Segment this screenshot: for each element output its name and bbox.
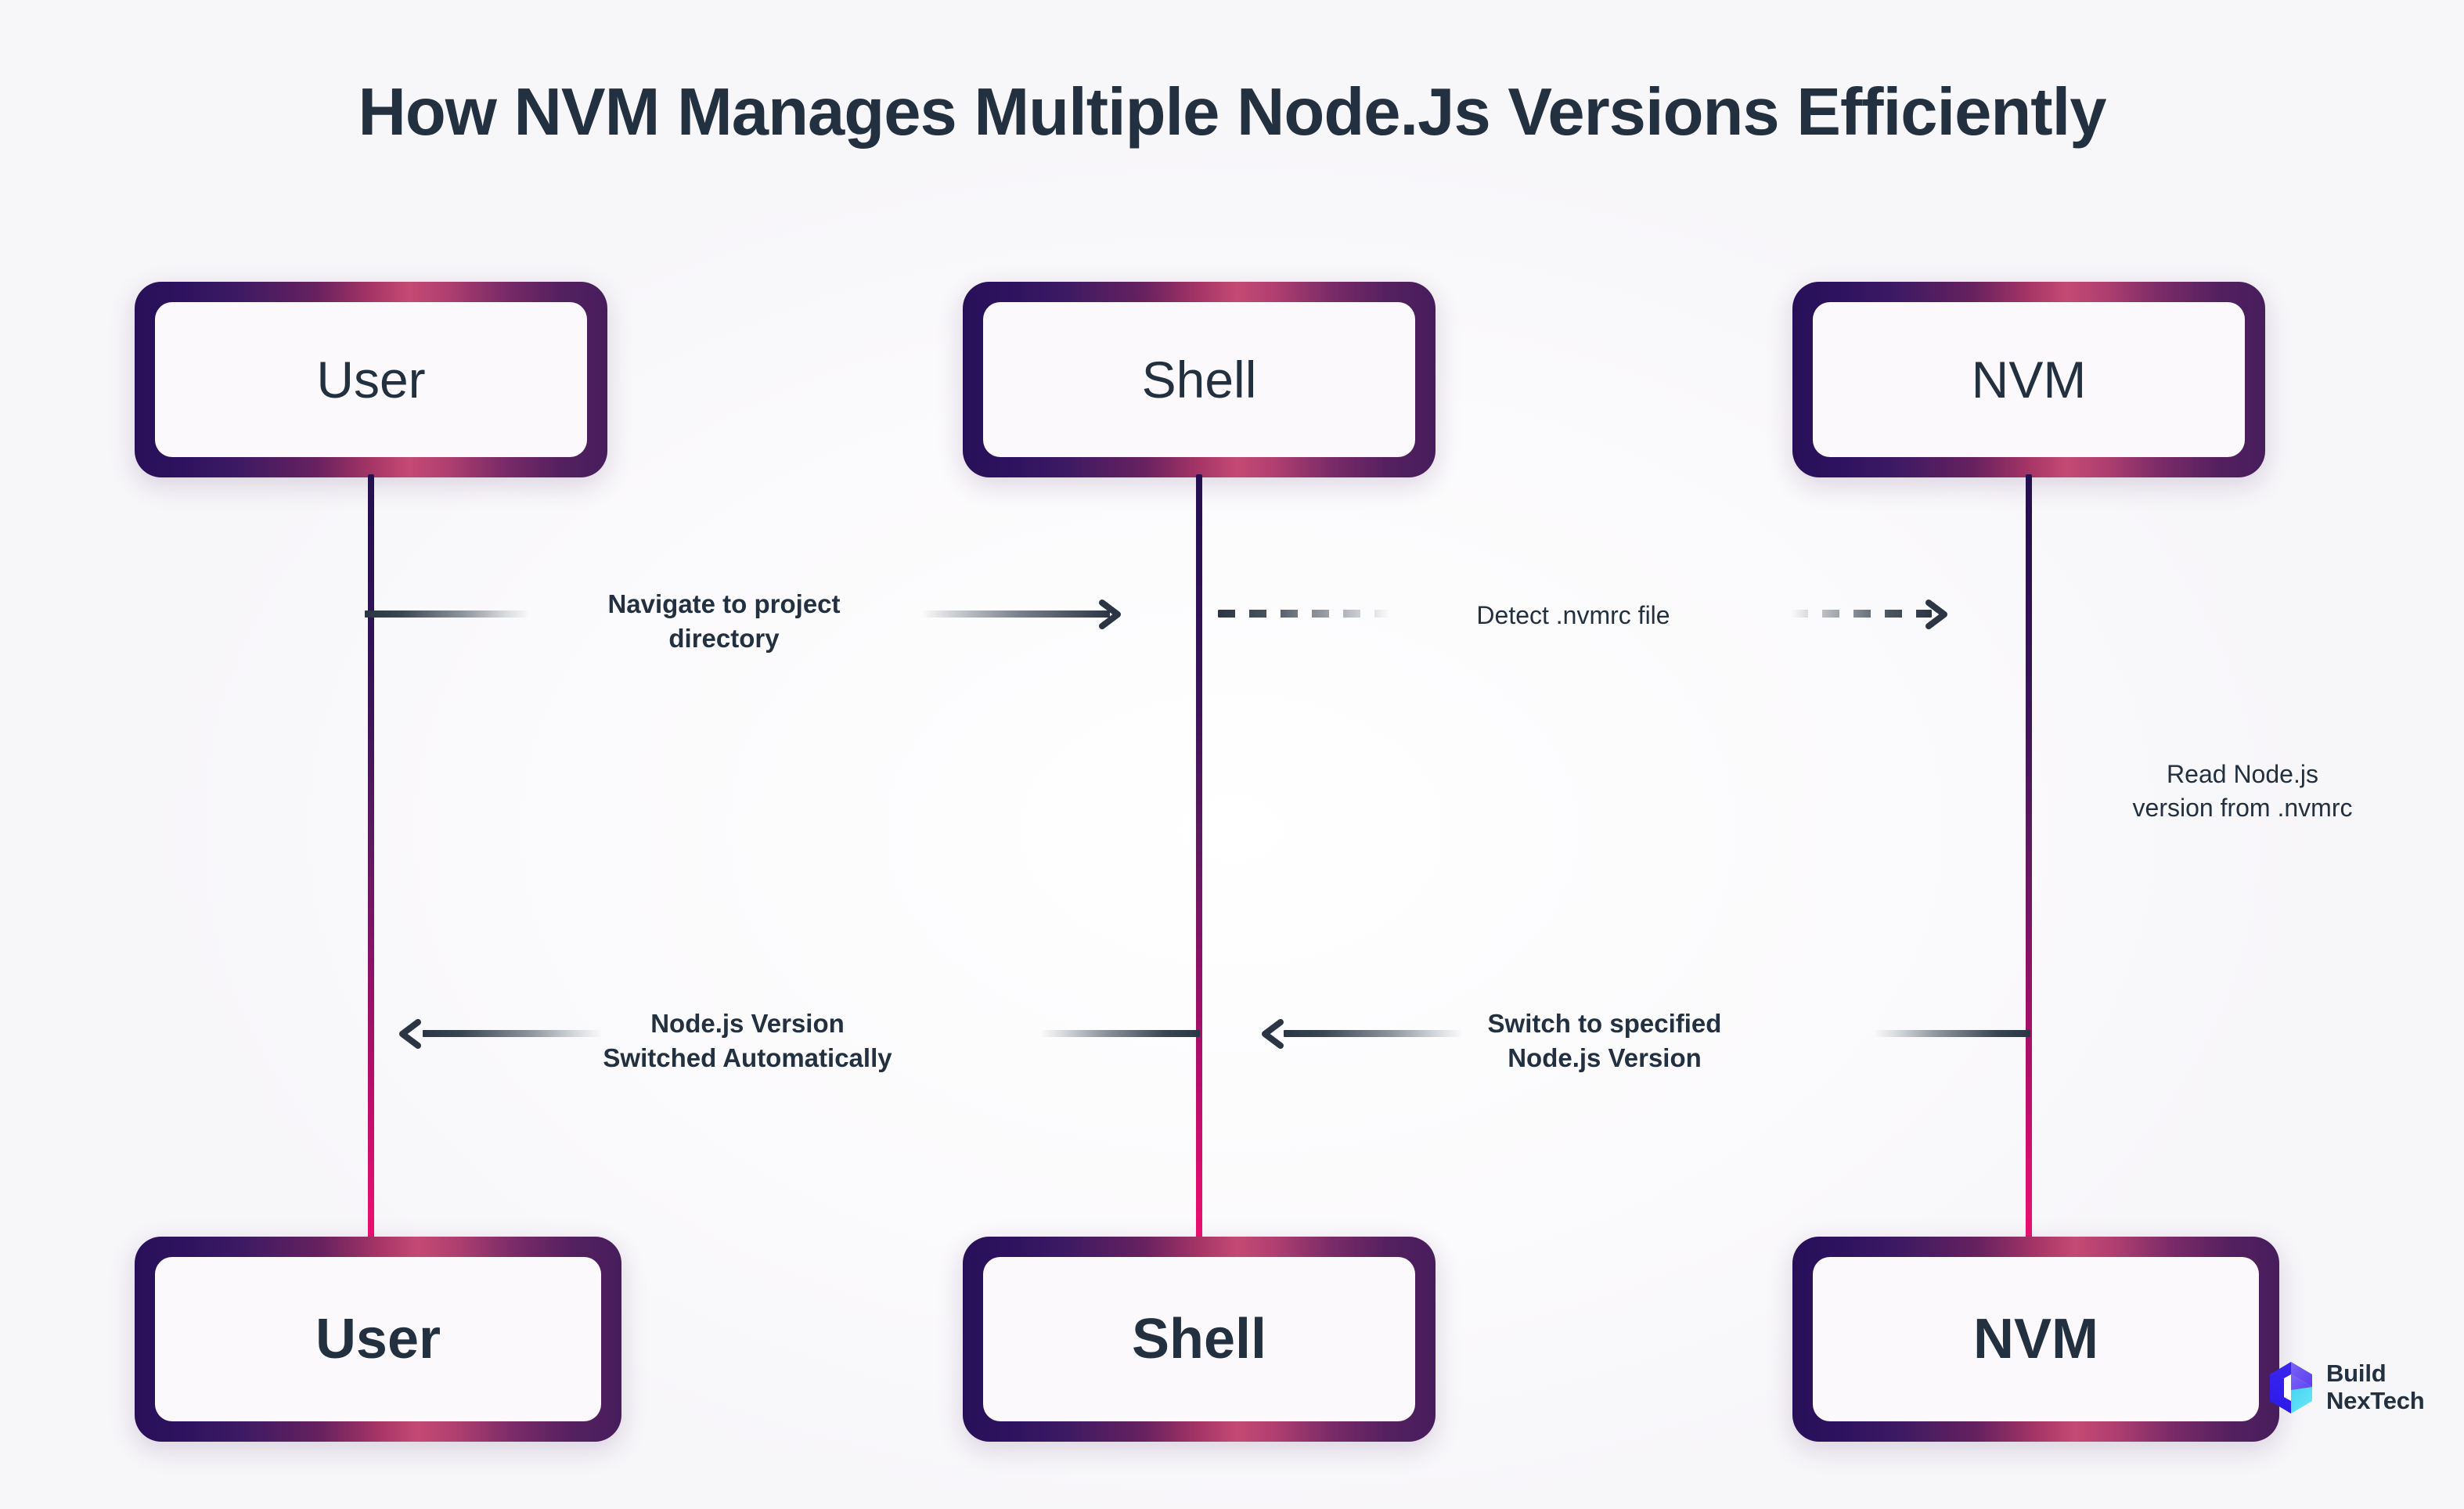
message-label-m5: Node.js Version Switched Automatically xyxy=(603,1009,892,1072)
actor-box-nvm-bottom[interactable]: NVM xyxy=(1792,1237,2279,1442)
lifeline-nvm xyxy=(2026,474,2032,1241)
actor-box-user-bottom[interactable]: User xyxy=(135,1237,621,1442)
arrowhead-right-m2 xyxy=(1919,596,1955,632)
brand-logo: Build NexTech xyxy=(2267,1360,2425,1415)
message-line-m4-start xyxy=(1874,1030,2030,1037)
actor-box-shell-top[interactable]: Shell xyxy=(963,282,1436,477)
message-line-m5-end xyxy=(423,1030,603,1037)
message-line-m4-end xyxy=(1284,1030,1464,1037)
actor-label-nvm-bottom: NVM xyxy=(1973,1308,2098,1370)
buildnextech-hexagon-b-icon xyxy=(2267,1360,2315,1415)
actor-inner-nvm-bottom: NVM xyxy=(1813,1257,2259,1421)
actor-label-user-top: User xyxy=(316,351,426,409)
brand-name: Build NexTech xyxy=(2326,1360,2425,1414)
message-line-m5-start xyxy=(1039,1030,1200,1037)
actor-inner-user-top: User xyxy=(155,302,587,457)
actor-inner-nvm-top: NVM xyxy=(1813,302,2245,457)
message-line-m1-end xyxy=(922,610,1110,618)
message-label-m3: Read Node.js version from .nvmrc xyxy=(2132,760,2353,822)
actor-label-user-bottom: User xyxy=(315,1308,441,1370)
message-line-m1-start xyxy=(365,610,529,618)
actor-box-nvm-top[interactable]: NVM xyxy=(1792,282,2265,477)
lifeline-user xyxy=(368,474,374,1241)
actor-label-nvm-top: NVM xyxy=(1971,351,2087,409)
page-title: How NVM Manages Multiple Node.Js Version… xyxy=(358,75,2106,149)
actor-box-shell-bottom[interactable]: Shell xyxy=(963,1237,1436,1442)
message-label-m4: Switch to specified Node.js Version xyxy=(1487,1009,1722,1072)
message-label-m1: Navigate to project directory xyxy=(607,589,841,653)
actor-label-shell-bottom: Shell xyxy=(1131,1308,1267,1370)
message-line-m2-start xyxy=(1218,610,1390,618)
lifeline-shell xyxy=(1196,474,1202,1241)
arrowhead-left-m5 xyxy=(391,1016,427,1052)
actor-inner-shell-top: Shell xyxy=(983,302,1415,457)
actor-label-shell-top: Shell xyxy=(1141,351,1257,409)
actor-inner-user-bottom: User xyxy=(155,1257,601,1421)
actor-box-user-top[interactable]: User xyxy=(135,282,607,477)
arrowhead-right-m1 xyxy=(1093,596,1129,632)
actor-inner-shell-bottom: Shell xyxy=(983,1257,1415,1421)
arrowhead-left-m4 xyxy=(1254,1016,1290,1052)
message-label-m2: Detect .nvmrc file xyxy=(1476,601,1670,629)
message-line-m2-end xyxy=(1791,610,1932,618)
